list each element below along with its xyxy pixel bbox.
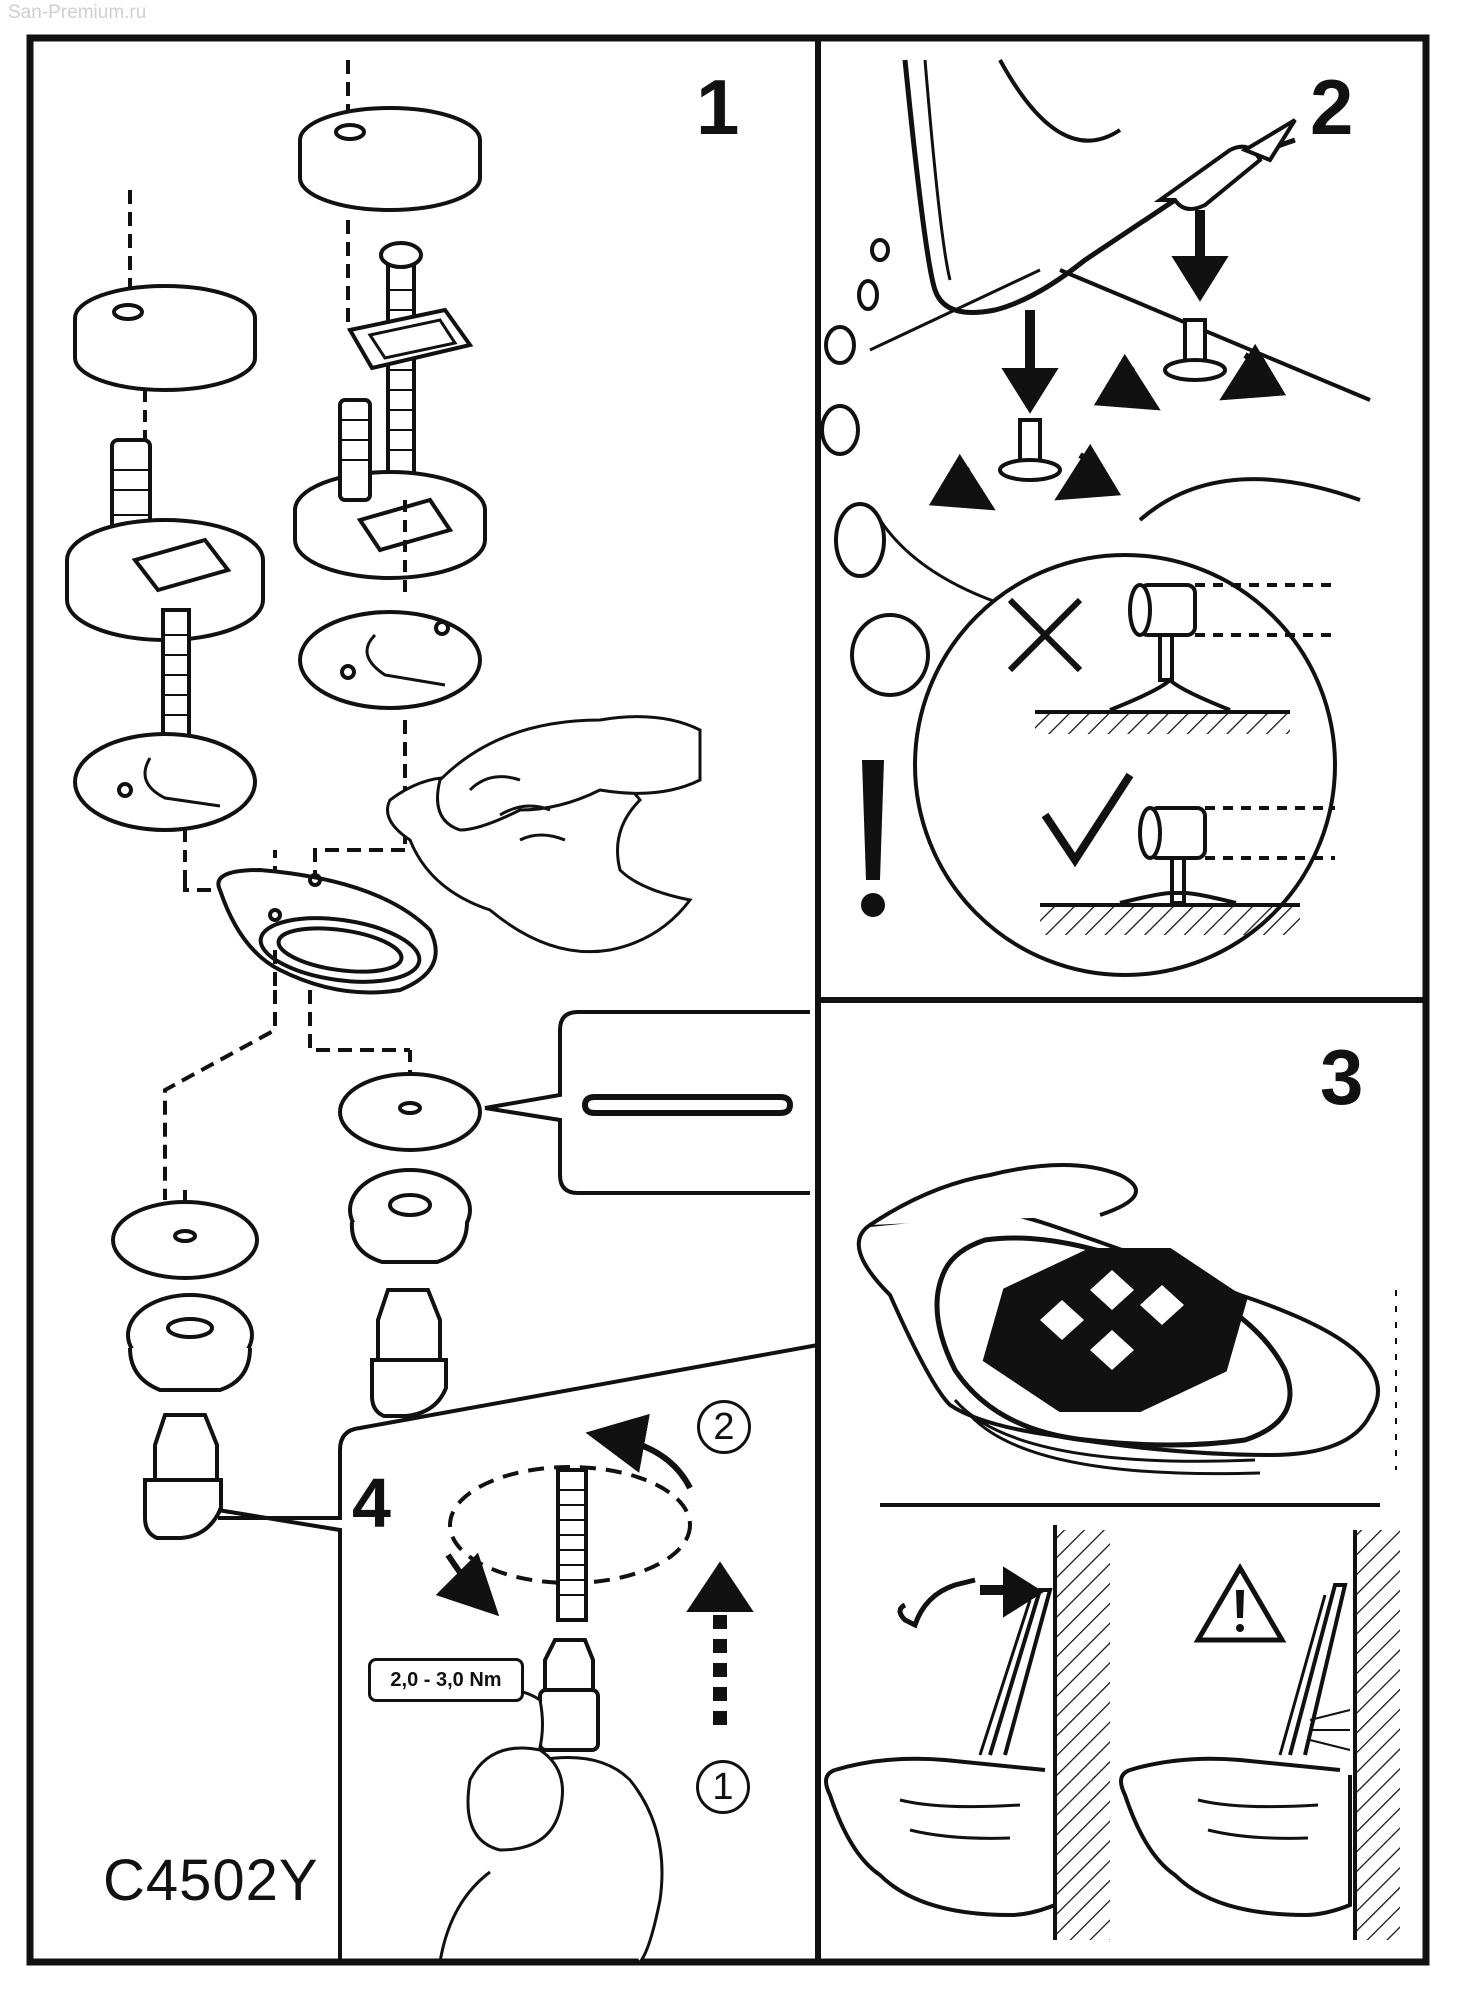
step-2-number: 2 xyxy=(1310,63,1354,151)
sub-step-1-badge: 1 xyxy=(696,1760,750,1814)
sub-step-2-badge: 2 xyxy=(697,1400,751,1454)
panel-3-usage xyxy=(824,1163,1400,1940)
warning-icon xyxy=(1193,1563,1287,1643)
exclamation-icon xyxy=(861,760,885,917)
step-4-number: 4 xyxy=(352,1464,391,1542)
torque-label: 2,0 - 3,0 Nm xyxy=(368,1658,524,1702)
step-1-number: 1 xyxy=(696,63,740,151)
step-3-number: 3 xyxy=(1320,1033,1364,1121)
watermark-text: San-Premium.ru xyxy=(8,2,147,23)
panel-2-fixing xyxy=(820,59,1371,977)
panel-1-parts xyxy=(65,60,819,1963)
model-code: C4502Y xyxy=(103,1848,319,1913)
